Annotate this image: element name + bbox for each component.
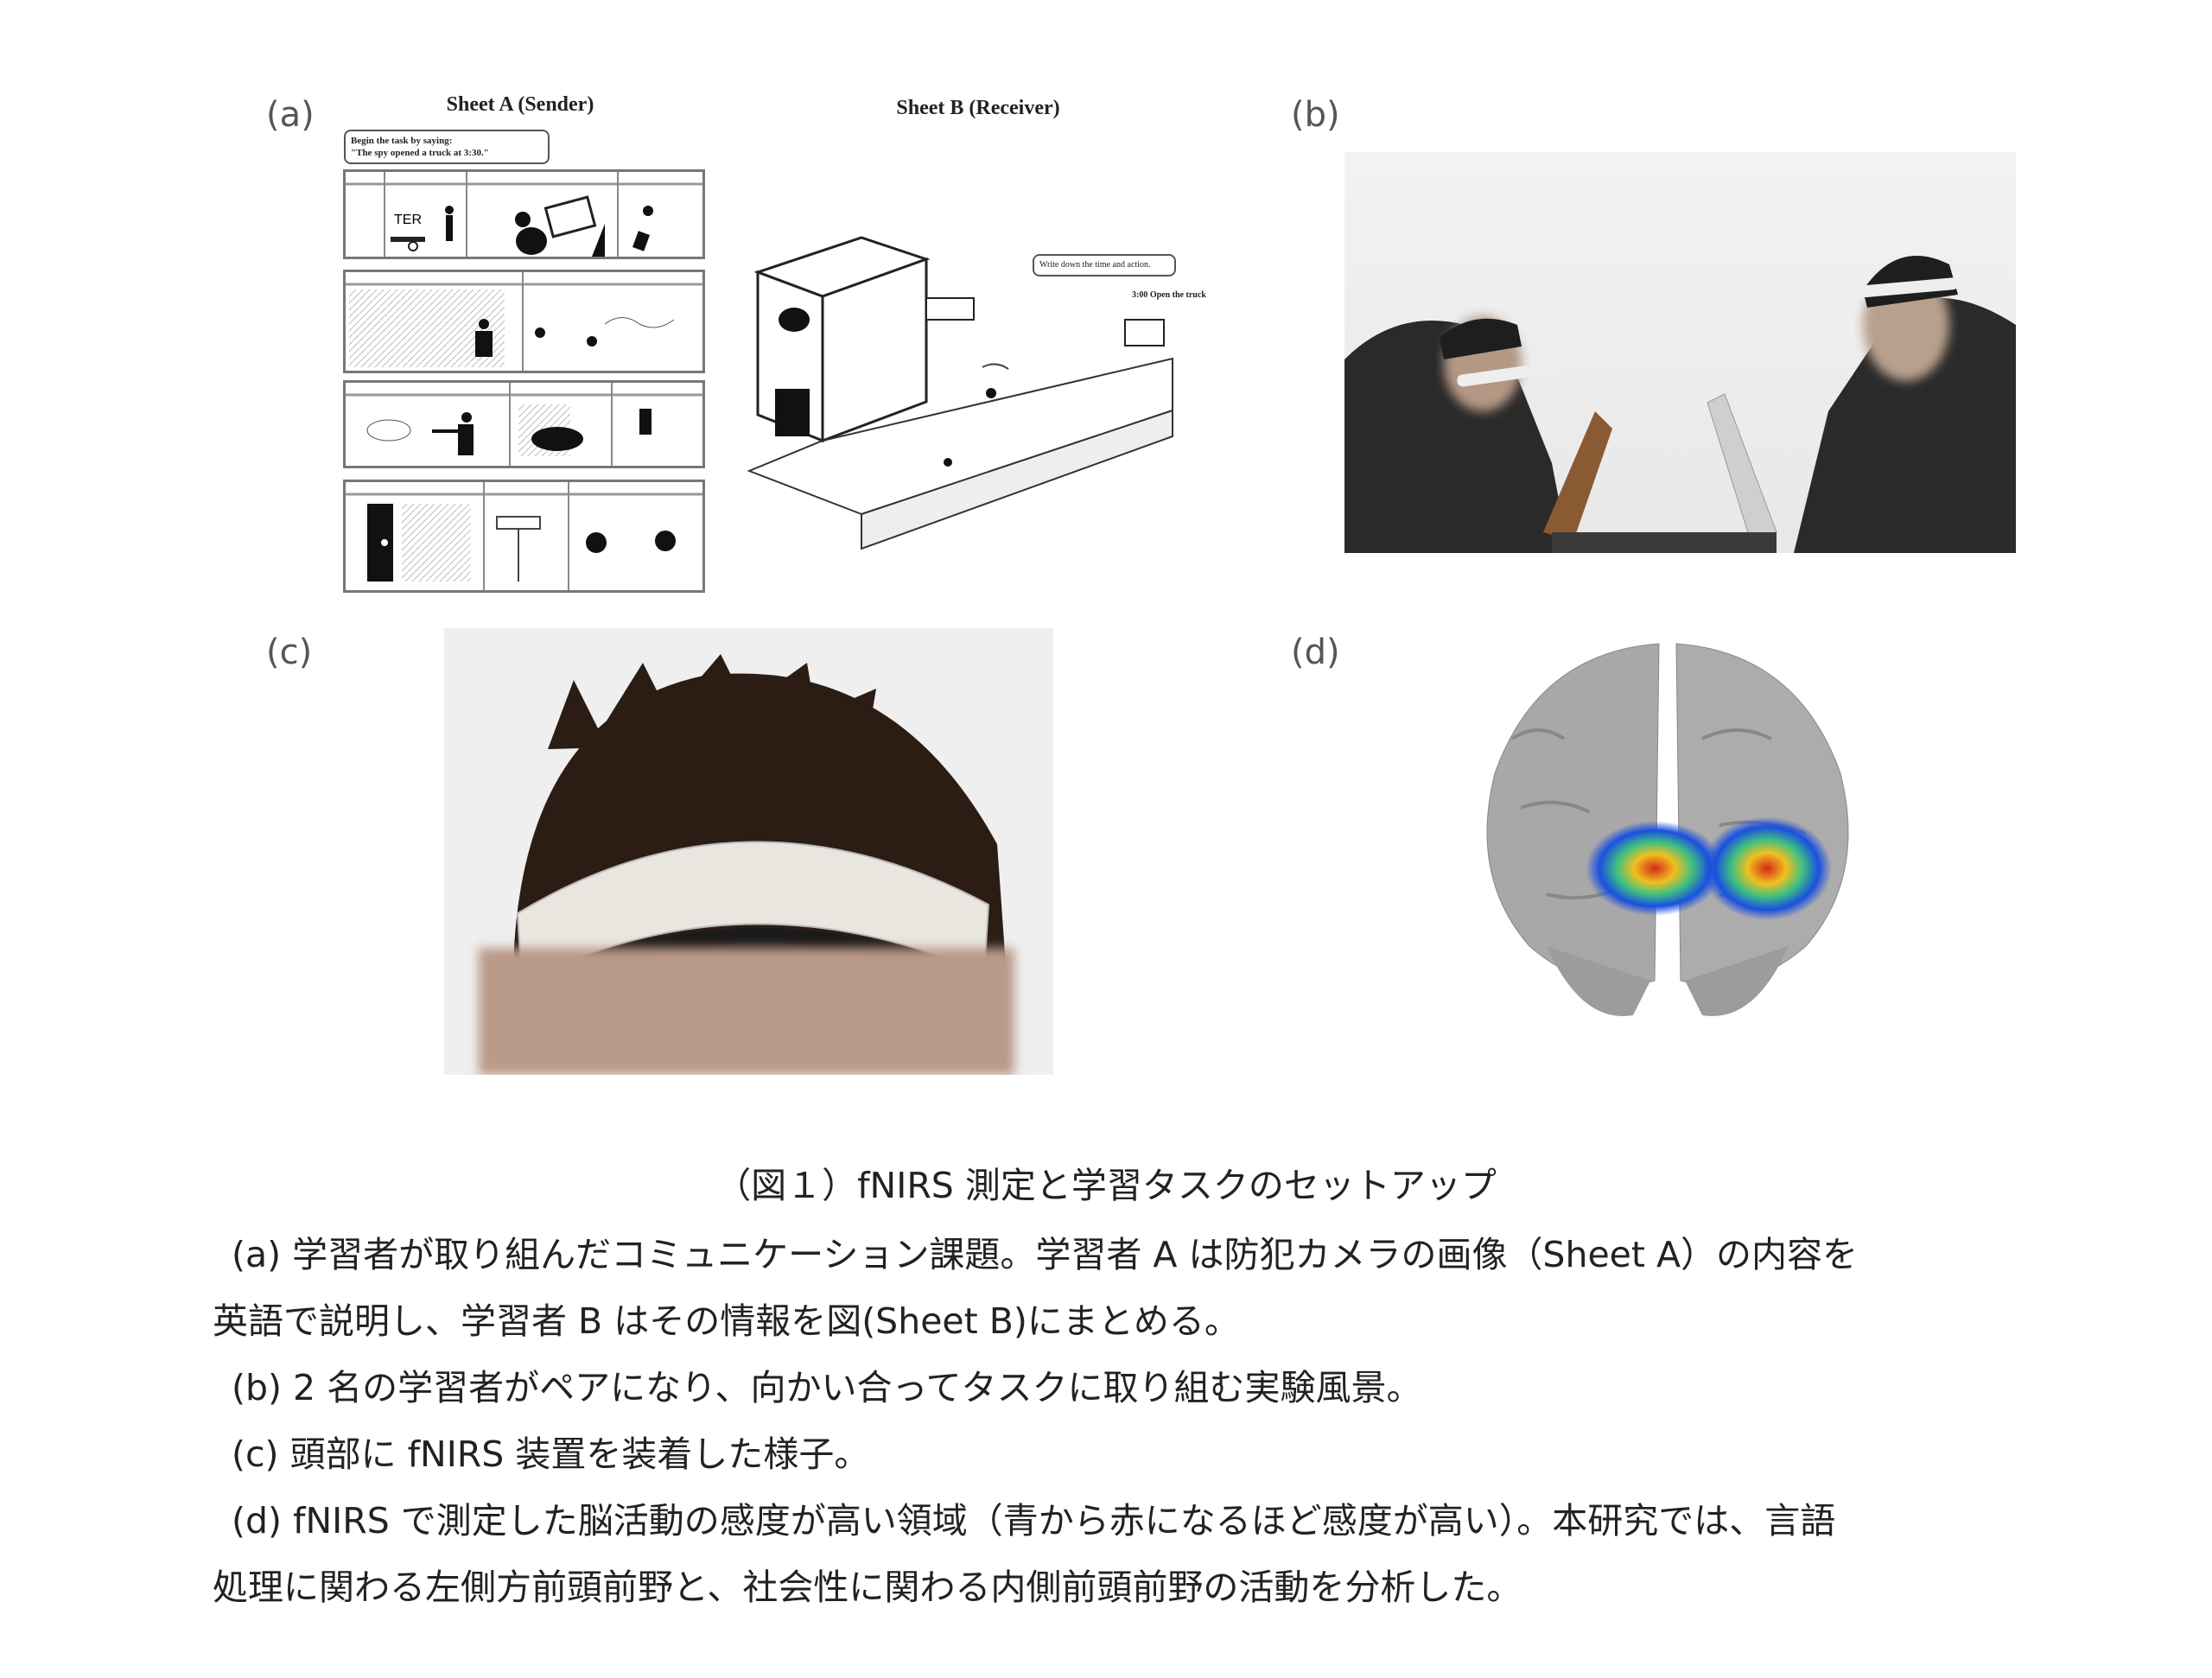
caption-d-line1: (d) fNIRS で測定した脳活動の感度が高い領域（青から赤になるほど感度が高… xyxy=(232,1500,1836,1541)
panel-b-label: (b) xyxy=(1291,95,1340,135)
headset-photo xyxy=(444,628,1053,1075)
strip-1-illustration: TER xyxy=(346,172,702,257)
strip-4-illustration xyxy=(346,482,702,590)
truck-text: TER xyxy=(394,213,422,227)
sheet-a-title: Sheet A (Sender) xyxy=(446,93,594,116)
sheet-b-illustration xyxy=(723,229,1224,557)
learners-pair-photo xyxy=(1344,256,2016,553)
receiver-example-text: 3:00 Open the truck xyxy=(1132,290,1206,300)
sheet-a-strip-3 xyxy=(343,380,705,468)
caption-b: (b) 2 名の学習者がペアになり、向かい合ってタスクに取り組む実験風景。 xyxy=(232,1367,1422,1408)
sender-bubble-line2: "The spy opened a truck at 3:30." xyxy=(351,148,489,158)
sheet-a-strip-4 xyxy=(343,480,705,593)
receiver-speech-bubble: Write down the time and action. xyxy=(1033,254,1176,276)
sender-speech-bubble: Begin the task by saying: "The spy opene… xyxy=(344,130,550,164)
panel-d-label: (d) xyxy=(1291,632,1340,672)
sender-bubble-line1: Begin the task by saying: xyxy=(351,136,453,146)
panel-a-label: (a) xyxy=(266,95,315,135)
experiment-photo xyxy=(1344,152,2016,553)
caption-d-line2: 処理に関わる左側方前頭前野と、社会性に関わる内側前頭前野の活動を分析した。 xyxy=(213,1567,1522,1608)
fnirs-headband-photo xyxy=(479,654,1014,1075)
caption-a-line1: (a) 学習者が取り組んだコミュニケーション課題。学習者 A は防犯カメラの画像… xyxy=(232,1234,1859,1275)
caption-c: (c) 頭部に fNIRS 装置を装着した様子。 xyxy=(232,1433,870,1475)
strip-3-illustration xyxy=(346,383,702,466)
sheet-b-title: Sheet B (Receiver) xyxy=(896,97,1060,119)
brain-render xyxy=(1486,643,1849,1016)
sheet-a-strip-2 xyxy=(343,270,705,373)
building-yard-drawing xyxy=(747,236,1173,550)
panel-c-label: (c) xyxy=(266,632,313,672)
sheet-a-strip-1: TER xyxy=(343,169,705,259)
figure-caption-title: （図１）fNIRS 測定と学習タスクのセットアップ xyxy=(715,1165,1497,1206)
brain-activity-map xyxy=(1460,635,1875,1024)
strip-2-illustration xyxy=(346,272,702,371)
caption-a-line2: 英語で説明し、学習者 B はその情報を図(Sheet B)にまとめる。 xyxy=(213,1300,1240,1342)
